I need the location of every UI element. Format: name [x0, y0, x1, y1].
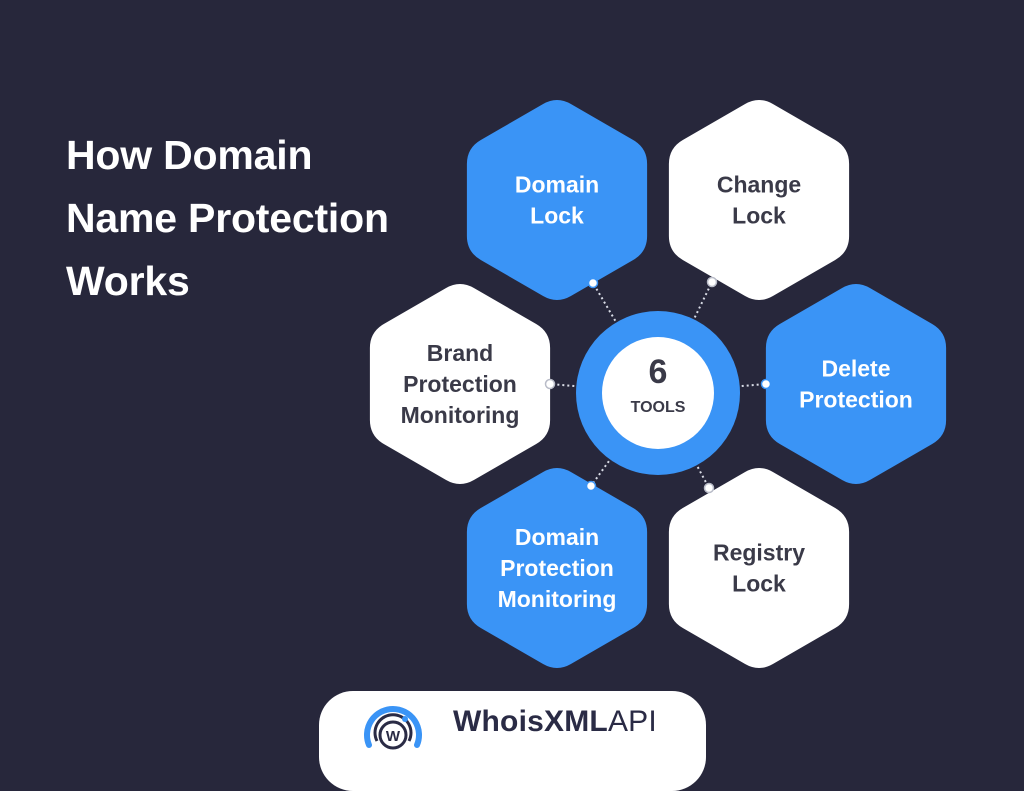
connector-dot-brand-protection-monitoring — [544, 378, 556, 390]
center-badge: 6 TOOLS — [576, 311, 740, 475]
connector-dot-domain-lock — [587, 277, 599, 289]
page-title: How Domain Name Protection Works — [66, 124, 466, 313]
connector-dot-registry-lock — [703, 482, 715, 494]
connector-dot-domain-protection-monitoring — [585, 480, 597, 492]
connector-dot-change-lock — [706, 276, 718, 288]
hex-shape-domain-lock — [466, 100, 648, 300]
center-number: 6 — [649, 353, 668, 391]
title-line-2: Name Protection — [66, 195, 389, 241]
hex-label-delete-protection-2: Protection — [799, 387, 913, 413]
hex-label-registry-lock-2: Lock — [732, 571, 786, 597]
title-line-1: How Domain — [66, 132, 313, 178]
hex-label-domain-protection-monitoring-2: Protection — [500, 555, 614, 581]
hex-label-brand-protection-monitoring-3: Monitoring — [401, 402, 520, 428]
whoisxmlapi-logo-icon: W — [364, 706, 422, 750]
connector-registry-lock — [696, 466, 710, 489]
center-disc — [602, 337, 714, 449]
logo-brand-xml: XML — [544, 705, 608, 738]
hex-label-brand-protection-monitoring-1: Brand — [427, 340, 493, 366]
hex-shape-delete-protection — [765, 284, 947, 484]
hex-label-domain-lock-2: Lock — [530, 203, 584, 229]
tools-diagram: DomainLockChangeLockDeleteProtectionRegi… — [369, 100, 947, 668]
logo-brand: Whois — [453, 705, 544, 738]
logo-brand-api: API — [607, 705, 657, 738]
hex-label-change-lock-2: Lock — [732, 203, 786, 229]
connector-change-lock — [693, 281, 713, 318]
title-line-3: Works — [66, 258, 190, 304]
hex-shape-brand-protection-monitoring — [369, 284, 551, 484]
hex-shape-domain-protection-monitoring — [466, 468, 648, 668]
hex-shape-change-lock — [668, 100, 850, 300]
logo-card: W WhoisXMLAPI — [319, 691, 706, 791]
connector-dot-delete-protection — [760, 378, 772, 390]
hex-label-domain-lock-1: Domain — [515, 172, 599, 198]
hex-shape-registry-lock — [668, 468, 850, 668]
hex-label-delete-protection-1: Delete — [821, 356, 890, 382]
hexagons: DomainLockChangeLockDeleteProtectionRegi… — [369, 100, 947, 668]
logo-wordmark: WhoisXMLAPI — [453, 705, 657, 739]
center-label: TOOLS — [631, 399, 686, 416]
hex-label-brand-protection-monitoring-2: Protection — [403, 371, 517, 397]
hex-label-change-lock-1: Change — [717, 172, 801, 198]
hex-label-domain-protection-monitoring-3: Monitoring — [498, 586, 617, 612]
logo-mark-letter: W — [386, 728, 401, 745]
hex-label-domain-protection-monitoring-1: Domain — [515, 524, 599, 550]
connector-domain-lock — [592, 282, 617, 322]
hex-label-registry-lock-1: Registry — [713, 540, 805, 566]
